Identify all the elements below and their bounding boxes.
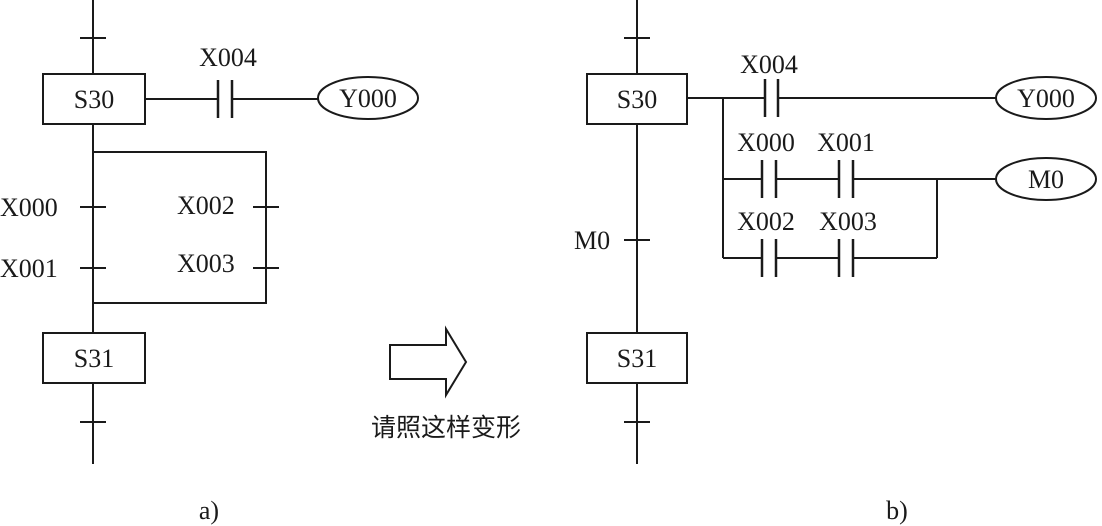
panel-a: S30 X004 Y000 X000 X001 X002 X003 S31 a): [0, 0, 419, 525]
coil-label-m0-b: M0: [1028, 165, 1064, 194]
trans-label-x001-a: X001: [0, 254, 58, 283]
step-label-s30-a: S30: [74, 85, 114, 114]
trans-label-m0-b: M0: [574, 226, 610, 255]
contact-label-x002-b: X002: [737, 207, 795, 236]
step-box-s30-b: [586, 73, 688, 125]
contact-label-x004-b: X004: [740, 50, 798, 79]
caption-a: a): [199, 496, 219, 525]
step-label-s31-b: S31: [617, 344, 657, 373]
contact-label-x001-b: X001: [817, 128, 875, 157]
contact-label-x004-a: X004: [199, 43, 257, 72]
coil-m0-b: [995, 157, 1097, 201]
transform-arrow: 请照这样变形: [371, 325, 521, 442]
transform-note: 请照这样变形: [371, 413, 521, 442]
step-box-s31-b: [586, 332, 688, 384]
trans-label-x000-a: X000: [0, 193, 58, 222]
step-label-s30-b: S30: [617, 85, 657, 114]
caption-b: b): [886, 496, 908, 525]
trans-label-x002-a: X002: [177, 191, 235, 220]
coil-label-y000-a: Y000: [339, 84, 397, 113]
coil-y000-b: [995, 76, 1097, 120]
step-box-s31-a: [42, 332, 146, 384]
panel-b: M0 S30 X004 Y000 X000 X001 M0: [574, 0, 1097, 525]
arrow-right-icon: [389, 325, 468, 399]
contact-label-x000-b: X000: [737, 128, 795, 157]
trans-label-x003-a: X003: [177, 249, 235, 278]
coil-y000-a: [317, 76, 419, 120]
contact-label-x003-b: X003: [819, 207, 877, 236]
step-label-s31-a: S31: [74, 344, 114, 373]
coil-label-y000-b: Y000: [1017, 84, 1075, 113]
branch-loop-a: [93, 151, 267, 304]
